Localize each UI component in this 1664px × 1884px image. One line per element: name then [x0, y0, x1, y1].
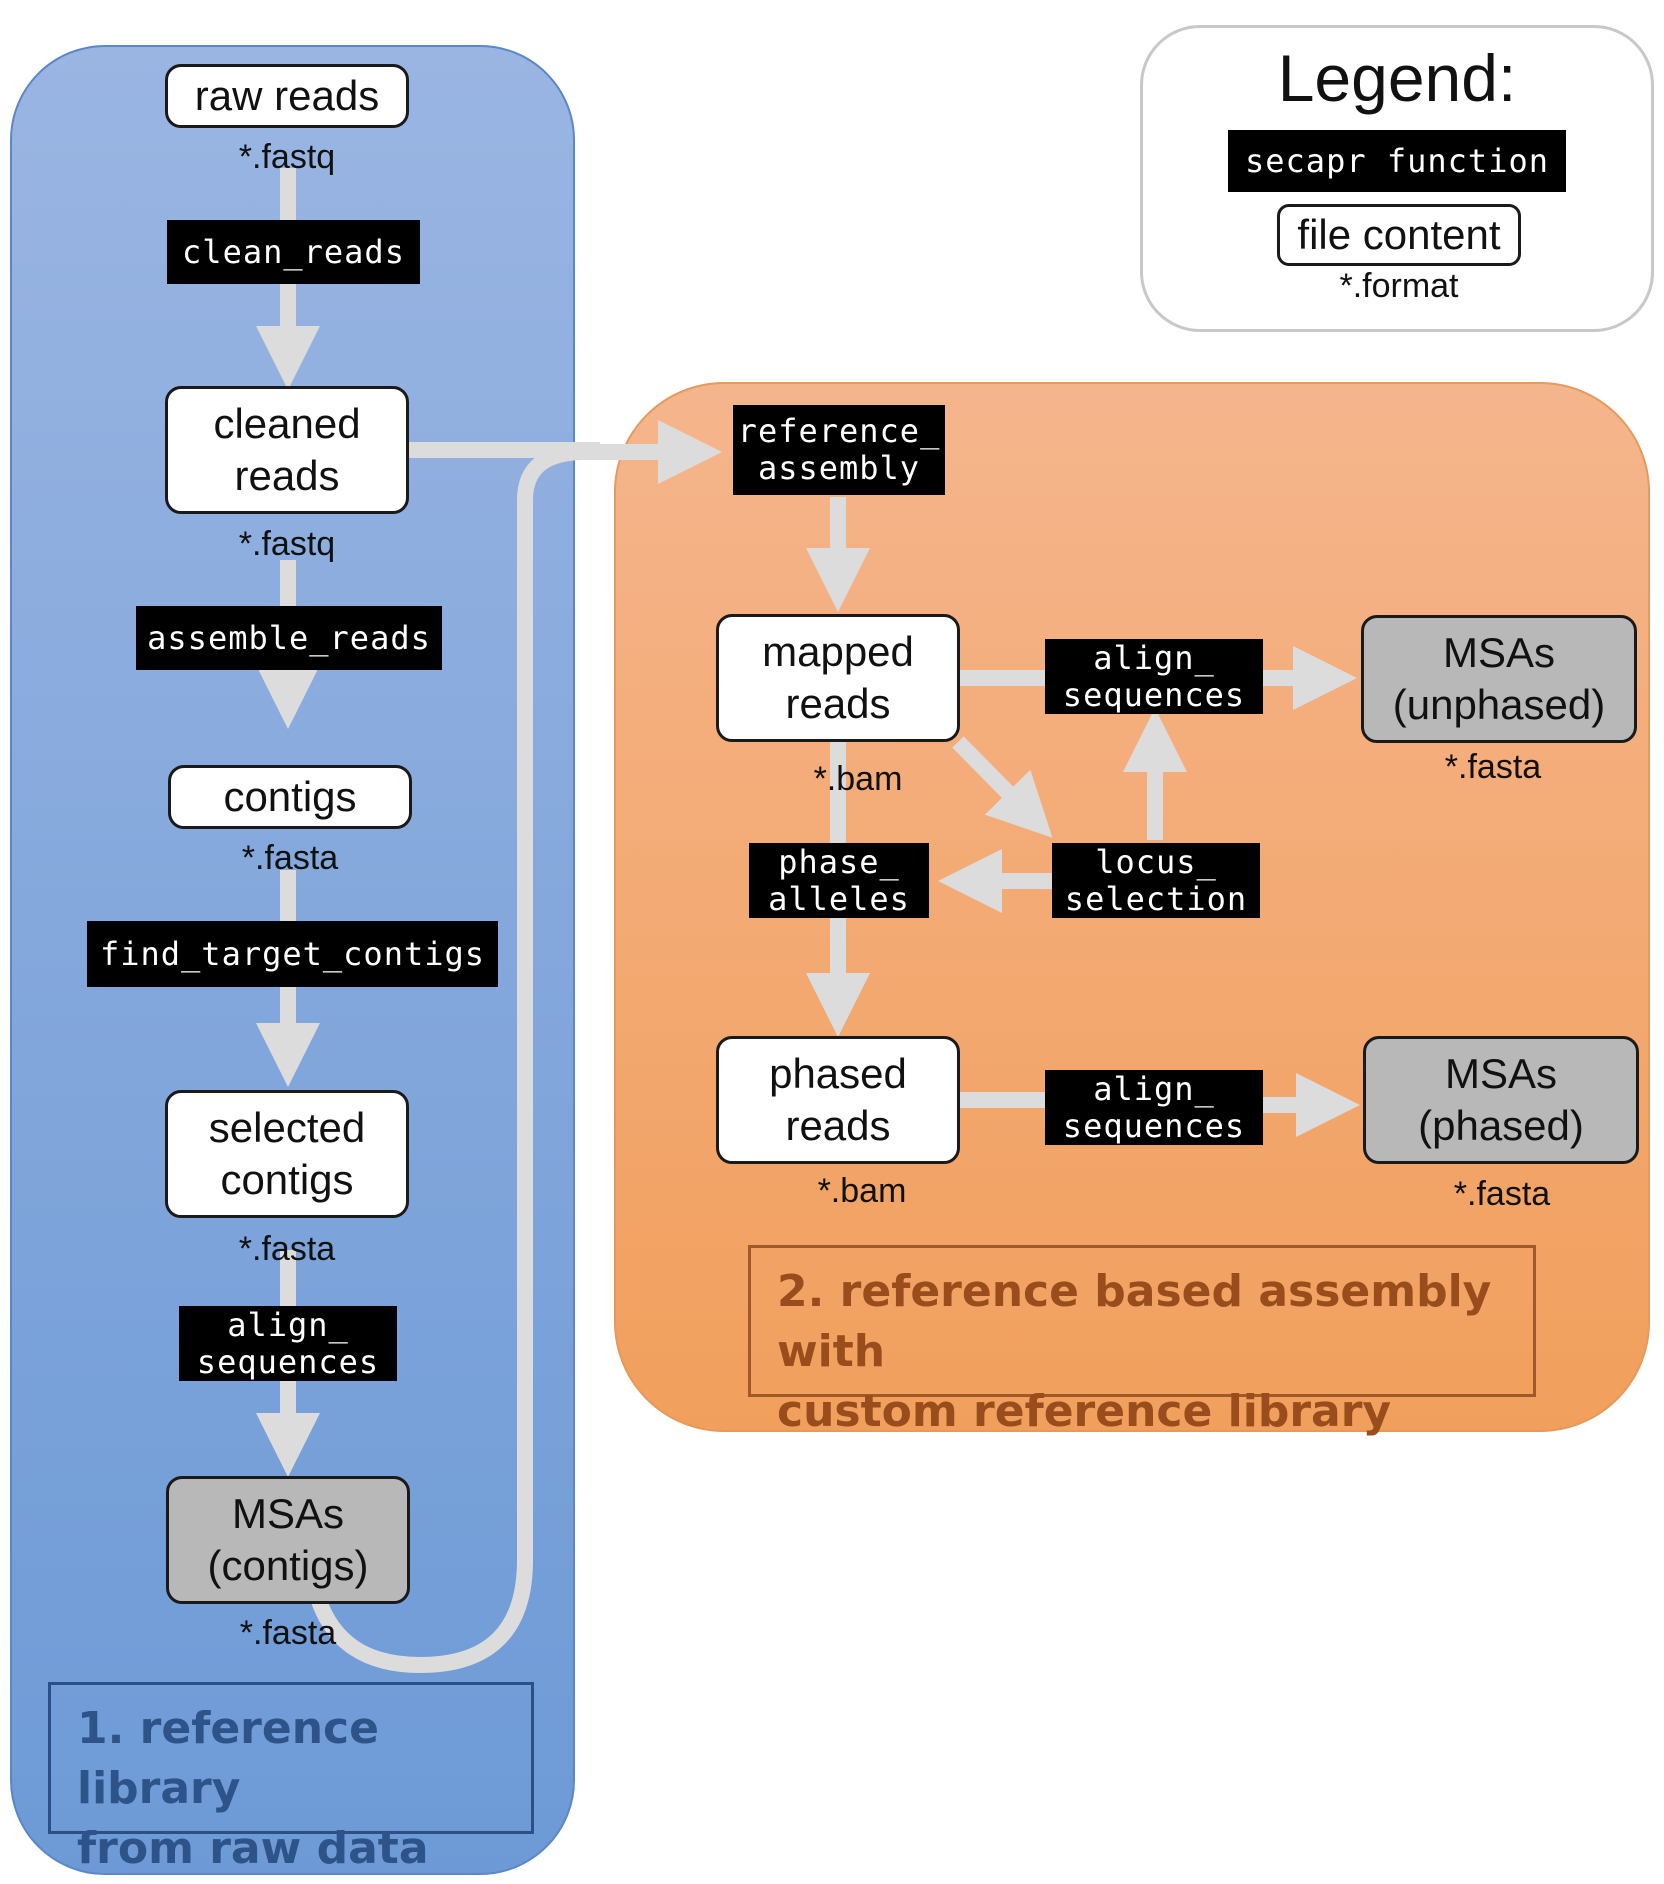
- node-mapped-reads: mapped reads: [716, 614, 960, 742]
- format-msas-phased: *.fasta: [1453, 1175, 1551, 1213]
- function-align-sequences-contigs: align_ sequences: [179, 1306, 397, 1381]
- node-contigs: contigs: [168, 765, 412, 829]
- format-msas-contigs: *.fasta: [239, 1614, 337, 1652]
- node-msas-unphased: MSAs (unphased): [1361, 615, 1637, 743]
- arrow-contigs-to-reference-assembly: [310, 420, 722, 1674]
- function-reference-assembly: reference_ assembly: [733, 405, 945, 495]
- function-align-sequences-unphased: align_ sequences: [1045, 639, 1263, 714]
- function-align-sequences-phased: align_ sequences: [1045, 1070, 1263, 1145]
- format-phased-reads: *.bam: [817, 1172, 907, 1210]
- format-contigs: *.fasta: [241, 839, 339, 877]
- format-msas-unphased: *.fasta: [1444, 748, 1542, 786]
- format-cleaned-reads: *.fastq: [238, 525, 336, 563]
- function-phase-alleles: phase_ alleles: [749, 843, 929, 918]
- arrow-mapped-to-locus-selection: [952, 736, 1053, 838]
- node-phased-reads: phased reads: [716, 1036, 960, 1164]
- node-raw-reads: raw reads: [165, 64, 409, 128]
- legend-file-sample: file content: [1277, 204, 1521, 266]
- node-msas-contigs: MSAs (contigs): [166, 1476, 410, 1604]
- function-find-target-contigs: find_target_contigs: [87, 921, 498, 987]
- function-clean-reads: clean_reads: [167, 220, 420, 284]
- format-mapped-reads: *.bam: [813, 760, 903, 798]
- section2-caption: 2. reference based assembly with custom …: [748, 1245, 1536, 1437]
- section1-caption: 1. reference library from raw data: [48, 1682, 534, 1874]
- format-selected-contigs: *.fasta: [238, 1230, 336, 1268]
- legend-format-sample: *.format: [1339, 267, 1459, 305]
- legend-title: Legend:: [1277, 41, 1517, 115]
- node-selected-contigs: selected contigs: [165, 1090, 409, 1218]
- legend-function-sample: secapr function: [1228, 130, 1566, 192]
- node-msas-phased: MSAs (phased): [1363, 1036, 1639, 1164]
- function-locus-selection: locus_ selection: [1052, 843, 1260, 918]
- node-cleaned-reads: cleaned reads: [165, 386, 409, 514]
- format-raw-reads: *.fastq: [238, 138, 336, 176]
- function-assemble-reads: assemble_reads: [136, 606, 442, 670]
